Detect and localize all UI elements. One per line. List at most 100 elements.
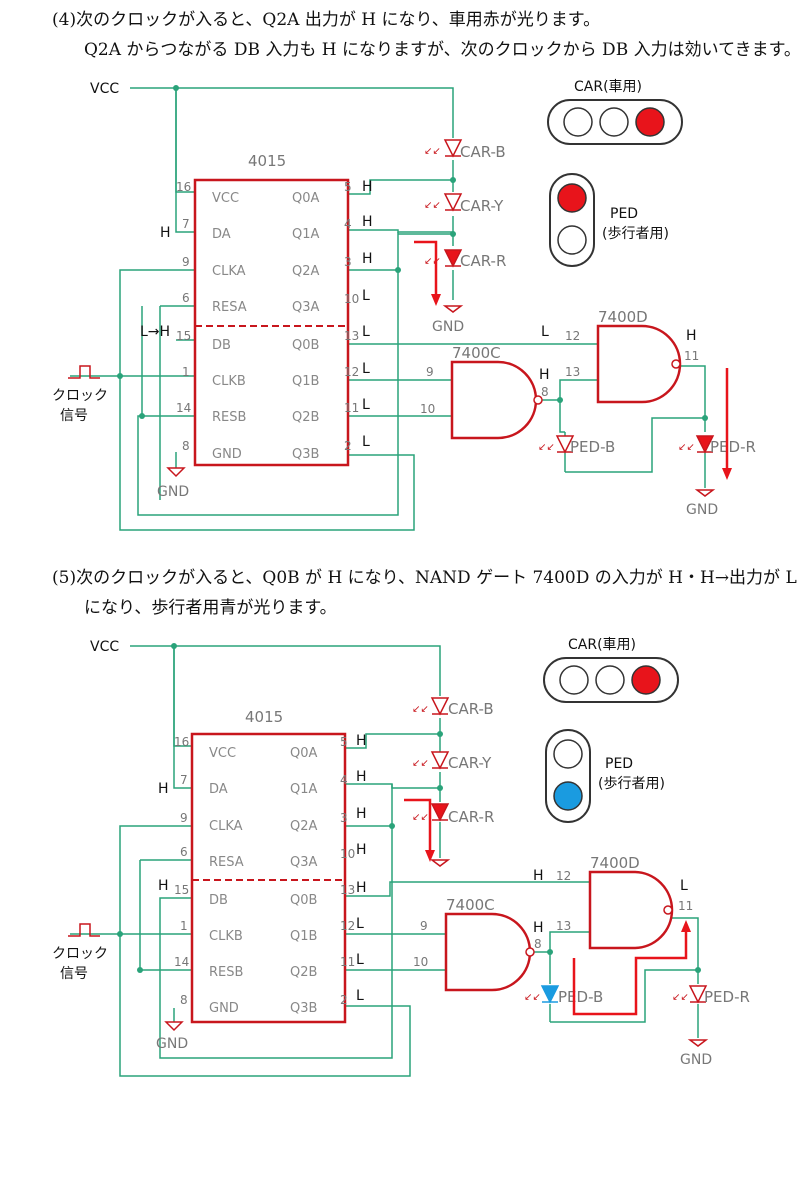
section4-nand-7400d: 7400D 12 13 L 11 H — [541, 308, 699, 404]
section5-pin-q3a: Q3A — [290, 855, 318, 870]
section4-pin-db: DB — [212, 338, 231, 353]
section5-nand-7400d: 7400D 12 13 H 11 L — [533, 854, 693, 950]
section4-current-arrowhead-car — [431, 294, 441, 306]
section4-ic-name: 4015 — [248, 152, 286, 170]
section4-pin-q0a: Q0A — [292, 191, 320, 206]
section5-7400d-in1-level: H — [533, 868, 544, 884]
section4-led-ped-r: PED-R ↙↙ — [678, 435, 756, 456]
section4-pin-7: 7 — [182, 217, 190, 231]
section4-pin-q1b: Q1B — [292, 374, 319, 389]
section4-pin-12: 12 — [344, 365, 359, 379]
section4-car-lamp-red — [635, 107, 665, 137]
section4-level-q2a: H — [362, 251, 373, 267]
section5-gnd-ped-symbol — [687, 1039, 709, 1047]
section4-text-line2: Q2A からつながる DB 入力も H になりますが、次のクロックから DB 入… — [84, 40, 800, 60]
section5-pin-3: 3 — [340, 811, 348, 825]
section5-pin-resa: RESA — [209, 855, 244, 870]
section5-current-arrowhead-ped — [681, 920, 691, 932]
section4-7400c-out: 8 — [541, 385, 549, 399]
section5-pin-11: 11 — [340, 955, 355, 969]
section5-7400d-name: 7400D — [590, 854, 640, 872]
section5-7400d-out: 11 — [678, 899, 693, 913]
section5-clock-label-1: クロック — [52, 946, 108, 962]
section4-7400c-in2: 10 — [420, 402, 435, 416]
section4-current-arrow-car — [414, 240, 438, 296]
section4-led-car-y: CAR-Y ↙↙ — [424, 193, 504, 215]
section4-gnd-ped-symbol — [694, 489, 716, 497]
svg-text:↙↙: ↙↙ — [424, 146, 441, 157]
section5-pin-q0a: Q0A — [290, 746, 318, 761]
section4-pin-8: 8 — [182, 439, 190, 453]
section5-db-level: H — [158, 878, 169, 894]
section5-pin-resb: RESB — [209, 965, 243, 980]
section5-pin-da: DA — [209, 782, 228, 797]
section5-level-q0a: H — [356, 733, 367, 749]
svg-text:↙↙: ↙↙ — [424, 256, 441, 267]
section4-pin-clka: CLKA — [212, 264, 246, 279]
section5-pin-1: 1 — [180, 919, 188, 933]
section5-pin-db: DB — [209, 893, 228, 908]
section5-led-car-r: CAR-R ↙↙ — [412, 803, 494, 826]
section4-wires — [70, 87, 706, 531]
section5-7400c-out: 8 — [534, 937, 542, 951]
section5-ic-4015 — [190, 732, 347, 1024]
section5-pin-5: 5 — [340, 735, 348, 749]
section5-led-car-r-label: CAR-R — [448, 808, 494, 826]
section4-7400d-out: 11 — [684, 349, 699, 363]
section4-pin-3: 3 — [344, 255, 352, 269]
section5-ped-lamp-red — [553, 739, 583, 769]
section4-led-car-y-label: CAR-Y — [460, 197, 504, 215]
section4-car-lamp-yellow — [599, 107, 629, 137]
section4-pin-1: 1 — [182, 365, 190, 379]
section5-ic-name: 4015 — [245, 708, 283, 726]
section5-car-lamp-red — [631, 665, 661, 695]
section5-circuit-diagram: VCC 4015 16 VCC 7 DA 9 CLKA 6 RESA 15 DB… — [52, 636, 750, 1077]
section4-pin-q0b: Q0B — [292, 338, 319, 353]
section4-pin-q3b: Q3B — [292, 447, 319, 462]
section4-db-level: L→H — [140, 324, 170, 340]
svg-text:↙↙: ↙↙ — [412, 812, 429, 823]
svg-text:↙↙: ↙↙ — [412, 758, 429, 769]
section4-pin-gnd: GND — [212, 447, 242, 462]
section4-pin-resa: RESA — [212, 300, 247, 315]
section4-ic-4015 — [193, 178, 350, 467]
section4-level-q1a: H — [362, 214, 373, 230]
section5-led-ped-b-label: PED-B — [558, 988, 603, 1006]
section4-pin-q2a: Q2A — [292, 264, 320, 279]
section4-current-arrowhead-ped — [722, 468, 732, 480]
section4-gnd-car-label: GND — [432, 319, 464, 335]
section5-junctions — [117, 643, 701, 973]
section5-gnd-ped-label: GND — [680, 1052, 712, 1068]
section5-level-q1b: L — [356, 916, 364, 932]
section4-7400c-name: 7400C — [452, 344, 501, 362]
section4-pin-da: DA — [212, 227, 231, 242]
section4-level-q3a: L — [362, 288, 370, 304]
section5-led-ped-r-label: PED-R — [704, 988, 750, 1006]
section4-level-q0a: H — [362, 179, 373, 195]
section5-gnd-ic-symbol — [164, 1021, 184, 1032]
section5-pin-clkb: CLKB — [209, 929, 243, 944]
section4-7400c-in1: 9 — [426, 365, 434, 379]
section4-clock-label-1: クロック — [52, 388, 108, 404]
section5-pin-vcc: VCC — [209, 746, 236, 761]
section4-level-q0b: L — [362, 324, 370, 340]
section5-pin-10: 10 — [340, 847, 355, 861]
section5-pin-q2a: Q2A — [290, 819, 318, 834]
section4-ped-lamp-blue — [557, 225, 587, 255]
section5-pin-9: 9 — [180, 811, 188, 825]
section5-ped-signal-sub: (歩行者用) — [598, 776, 665, 792]
section4-level-q3b: L — [362, 434, 370, 450]
section5-pin-q3b: Q3B — [290, 1001, 317, 1016]
section4-pin-10: 10 — [344, 292, 359, 306]
section4-pin-11: 11 — [344, 401, 359, 415]
section4-pin-14: 14 — [176, 401, 191, 415]
section5-car-lamp-blue — [559, 665, 589, 695]
section5-current-arrowhead-car — [425, 850, 435, 862]
section4-text-line1: (4)次のクロックが入ると、Q2A 出力が H になり、車用赤が光ります。 — [52, 10, 601, 30]
section5-wires — [70, 645, 699, 1077]
section4-led-ped-b: PED-B ↙↙ — [538, 435, 615, 456]
section5-ic-left-pins: 16 VCC 7 DA 9 CLKA 6 RESA 15 DB 1 CLKB 1… — [174, 735, 244, 1016]
svg-text:↙↙: ↙↙ — [424, 200, 441, 211]
section5-level-q3a: H — [356, 842, 367, 858]
section5-led-ped-b: PED-B ↙↙ — [524, 985, 603, 1006]
